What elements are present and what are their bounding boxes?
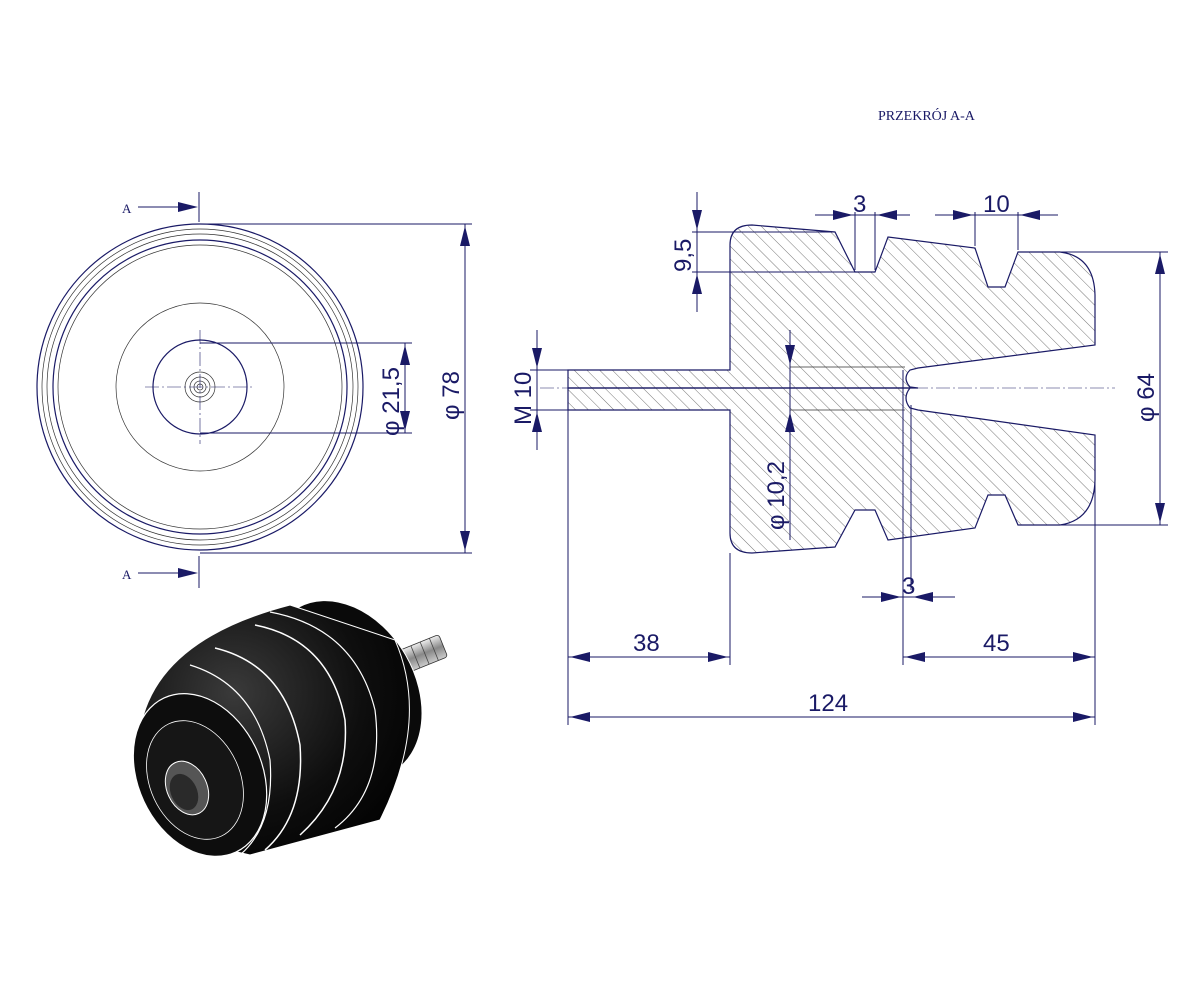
front-outer-label: φ 78 (438, 371, 465, 420)
bottom-gap-label: 3 (902, 573, 915, 600)
groove-depth-label: 9,5 (670, 239, 697, 272)
groove-top-width-label: 10 (983, 191, 1010, 218)
body-diameter-label: φ 64 (1133, 373, 1160, 422)
inner-bore-label: φ 10,2 (763, 461, 790, 530)
front-bore-label: φ 21,5 (378, 367, 405, 436)
section-body-lower (567, 387, 1096, 554)
total-length-label: 124 (808, 690, 848, 717)
stud-length-label: 38 (633, 630, 660, 657)
section-body-upper (567, 224, 1096, 389)
section-marker-bottom: A (122, 567, 132, 582)
groove-width-label: 3 (853, 191, 866, 218)
section-title: PRZEKRÓJ A-A (878, 107, 976, 124)
thread-label: M 10 (510, 372, 537, 425)
front-view: A A φ 21,5 φ 78 (36, 192, 472, 588)
section-view: PRZEKRÓJ A-A 9,5 3 10 (510, 107, 1168, 725)
isometric-render (132, 600, 448, 857)
section-marker-top: A (122, 201, 132, 216)
cone-length-label: 45 (983, 630, 1010, 657)
